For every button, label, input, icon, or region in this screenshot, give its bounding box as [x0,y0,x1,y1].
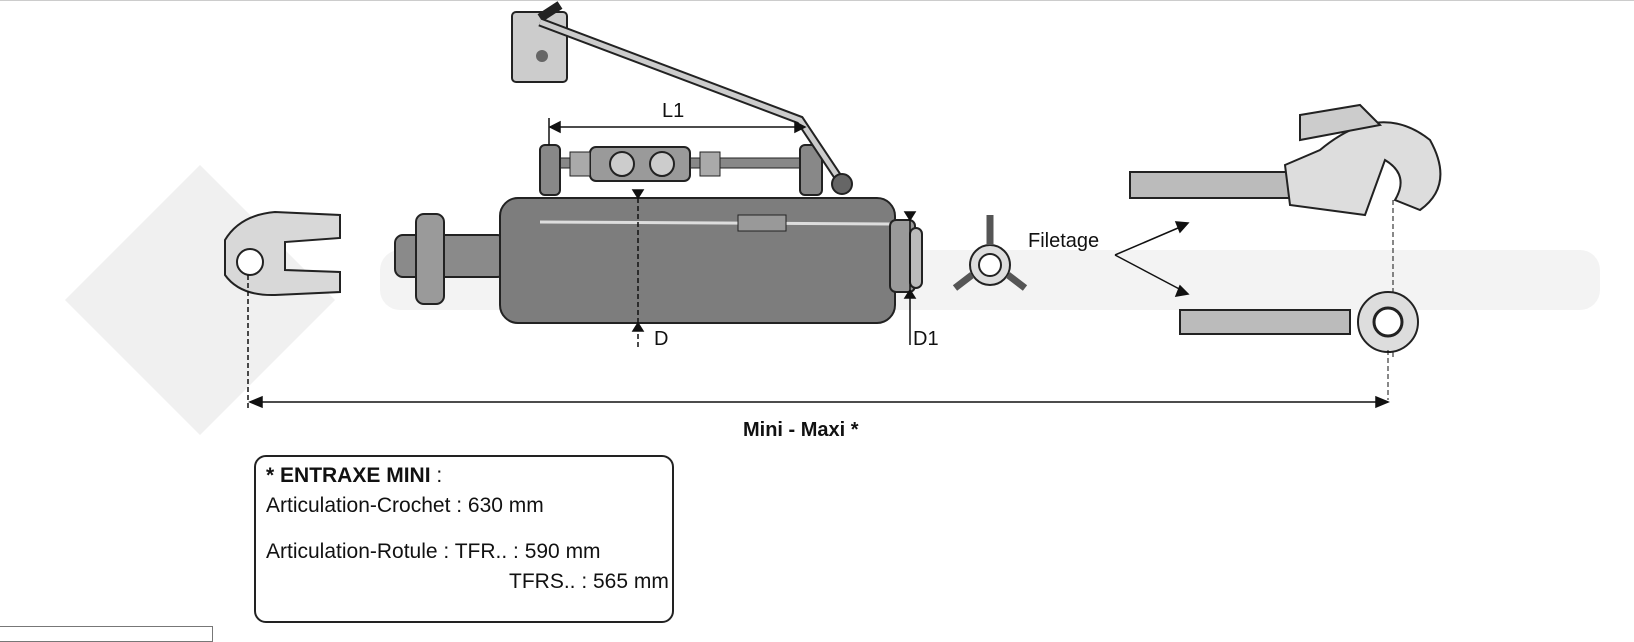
entraxe-note-box: * ENTRAXE MINI : Articulation-Crochet : … [254,455,674,623]
note-title-suffix: : [430,464,443,487]
note-line-tfrs: TFRS.. : 565 mm [509,570,669,593]
mini-maxi-dimension [247,275,1390,410]
hook-part [1129,103,1442,360]
valve-assembly [539,144,823,196]
d1-label: D1 [913,328,939,350]
l1-dimension [548,118,807,145]
clevis-part [224,210,341,297]
note-title: * ENTRAXE MINI : [266,461,662,491]
note-line-crochet: Articulation-Crochet : 630 mm [266,494,544,517]
note-line-rotule: Articulation-Rotule : TFR.. : 590 mm [266,540,601,563]
tooltip-fragment [0,626,213,642]
lever-bracket [511,1,853,195]
note-title-text: ENTRAXE MINI [280,464,431,487]
l1-label: L1 [662,100,685,122]
lock-nut [952,215,1028,291]
note-star: * [266,464,281,487]
ball-joint-part [1179,291,1419,400]
filetage-label: Filetage [1028,230,1100,252]
mini-maxi-label: Mini - Maxi * [743,419,859,441]
top-border [0,0,1634,1]
filetage-arrows [1114,221,1190,297]
d-dimension [631,189,917,350]
cylinder-body [394,197,923,324]
d-label: D [654,328,669,350]
